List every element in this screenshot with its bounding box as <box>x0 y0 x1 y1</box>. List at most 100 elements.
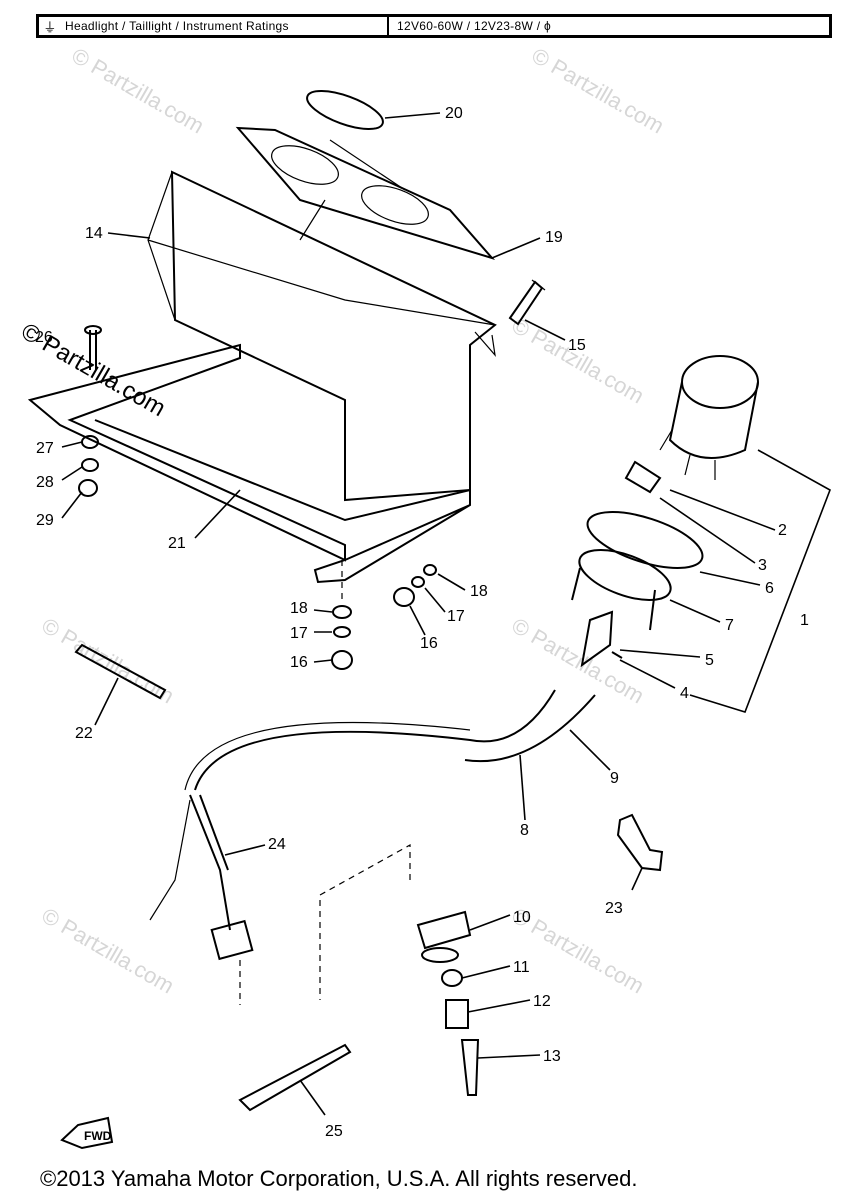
copyright-footer: ©2013 Yamaha Motor Corporation, U.S.A. A… <box>40 1166 638 1191</box>
callout-3: 3 <box>758 557 767 574</box>
part-25-strap[interactable] <box>238 1043 352 1112</box>
leader-7 <box>669 599 721 623</box>
leader-23 <box>631 867 643 891</box>
header-divider <box>387 17 389 35</box>
callout-7: 7 <box>725 617 734 634</box>
part-13-gear[interactable] <box>460 1039 480 1096</box>
callout-29: 29 <box>36 512 54 529</box>
leader-21 <box>194 489 241 539</box>
leader-13 <box>477 1054 541 1059</box>
leader-17b <box>424 587 446 613</box>
callout-26: 26 <box>35 329 53 346</box>
watermark: © Partzilla.com <box>508 613 649 709</box>
part-12-bush[interactable] <box>445 999 469 1029</box>
watermark: © Partzilla.com <box>38 903 179 999</box>
part-10-plate[interactable] <box>421 947 459 963</box>
part-29-nut[interactable] <box>78 479 98 497</box>
part-2-meter[interactable] <box>659 355 759 480</box>
callout-17a: 17 <box>290 625 308 642</box>
callout-5: 5 <box>705 652 714 669</box>
callout-17b: 17 <box>447 608 465 625</box>
leader-11 <box>461 965 511 979</box>
callout-15: 15 <box>568 337 586 354</box>
callout-19: 19 <box>545 229 563 246</box>
part-21-bracket[interactable] <box>27 343 471 584</box>
fwd-arrow-icon: FWD <box>60 1116 114 1150</box>
part-22-band[interactable] <box>74 643 167 700</box>
part-3-bulb[interactable] <box>624 460 662 494</box>
leader-6 <box>699 571 761 586</box>
leader-10 <box>469 914 511 931</box>
part-16-nut[interactable] <box>331 650 353 670</box>
part-16-nut[interactable] <box>393 587 415 607</box>
part-18-washer[interactable] <box>423 564 437 576</box>
part-24-cable[interactable] <box>149 794 254 961</box>
callout-18a: 18 <box>290 600 308 617</box>
callout-22: 22 <box>75 725 93 742</box>
part-26-bolt[interactable] <box>84 325 102 370</box>
watermark: © Partzilla.com <box>38 613 179 709</box>
leader-25 <box>299 1079 326 1116</box>
part-5-socket[interactable] <box>580 610 614 668</box>
leader-18a <box>313 609 333 613</box>
leader-24 <box>224 844 266 856</box>
part-23-clamp[interactable] <box>616 813 664 872</box>
leader-28 <box>61 466 83 481</box>
part-20-lens[interactable] <box>303 83 388 137</box>
part-9-cable[interactable] <box>464 694 596 763</box>
part-7-case[interactable] <box>571 540 677 631</box>
leader-5 <box>619 649 701 658</box>
part-10-gearbox[interactable] <box>416 910 472 950</box>
part-11-seal[interactable] <box>441 969 463 987</box>
leader-22 <box>94 677 119 726</box>
callout-14: 14 <box>85 225 103 242</box>
guide-24-10 <box>239 843 411 1005</box>
fwd-label: FWD <box>84 1129 112 1143</box>
part-17-lockwasher[interactable] <box>411 576 425 588</box>
callout-8: 8 <box>520 822 529 839</box>
leader-16a <box>313 659 333 663</box>
callouts: 20 14 19 15 26 27 28 29 21 18 17 16 18 1… <box>35 105 809 1140</box>
callout-18b: 18 <box>470 583 488 600</box>
callout-21: 21 <box>168 535 186 552</box>
leader-12 <box>467 999 531 1013</box>
leader-18b <box>437 573 466 591</box>
ratings-label: Headlight / Taillight / Instrument Ratin… <box>65 19 289 33</box>
callout-28: 28 <box>36 474 54 491</box>
part-4-clip[interactable] <box>611 651 623 659</box>
callout-16b: 16 <box>420 635 438 652</box>
part-17-lockwasher[interactable] <box>333 626 351 638</box>
callout-4: 4 <box>680 685 689 702</box>
part-8-cable[interactable] <box>184 689 556 791</box>
leader-19 <box>491 237 541 259</box>
part-15-bolt[interactable] <box>508 279 546 326</box>
callout-16a: 16 <box>290 654 308 671</box>
ground-icon: ⏚ <box>43 19 57 35</box>
leader-9 <box>569 729 611 771</box>
callout-1: 1 <box>800 612 809 629</box>
callout-10: 10 <box>513 909 531 926</box>
callout-27: 27 <box>36 440 54 457</box>
part-28-washer[interactable] <box>81 458 99 472</box>
callout-20: 20 <box>445 105 463 122</box>
ratings-value: 12V60-60W / 12V23-8W / ϕ <box>397 19 551 33</box>
part-18-washer[interactable] <box>332 605 352 619</box>
guide-20-19 <box>299 139 406 241</box>
callout-2: 2 <box>778 522 787 539</box>
callout-25: 25 <box>325 1123 343 1140</box>
part-14-housing[interactable] <box>147 170 497 502</box>
leader-20 <box>384 112 441 119</box>
callout-12: 12 <box>533 993 551 1010</box>
leader-29 <box>61 491 83 519</box>
callout-23: 23 <box>605 900 623 917</box>
callout-11: 11 <box>513 959 530 976</box>
part-6-gasket[interactable] <box>581 501 709 580</box>
callout-24: 24 <box>268 836 286 853</box>
watermarks: © Partzilla.com © Partzilla.com © Partzi… <box>38 43 669 999</box>
leader-15 <box>524 319 566 341</box>
watermark: © Partzilla.com <box>508 313 649 409</box>
part-19-gasket[interactable] <box>235 126 496 260</box>
leader-27 <box>61 441 83 448</box>
leader-4 <box>619 659 676 689</box>
